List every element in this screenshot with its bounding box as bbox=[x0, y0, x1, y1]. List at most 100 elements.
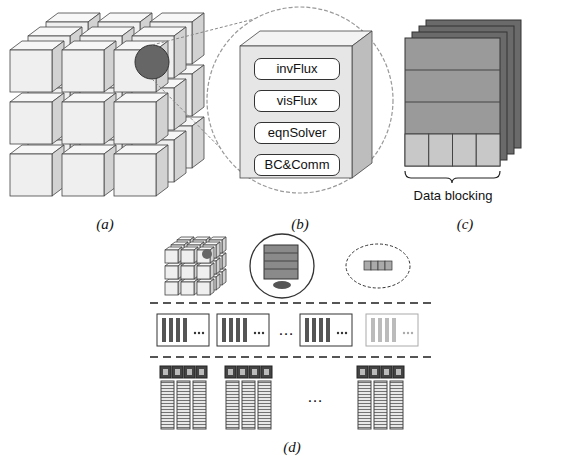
hierarchy-figure bbox=[150, 234, 435, 429]
dot bbox=[411, 332, 413, 334]
cube-side bbox=[192, 65, 204, 116]
chip-core bbox=[199, 369, 204, 375]
cube-side bbox=[222, 269, 226, 285]
cube-top bbox=[240, 31, 372, 46]
cube-front bbox=[62, 102, 104, 144]
cube-side bbox=[174, 131, 186, 182]
selected-sphere bbox=[135, 45, 169, 79]
chip-core bbox=[264, 369, 269, 375]
processor-chip bbox=[357, 366, 368, 378]
thread-bar bbox=[305, 318, 309, 342]
thread-bar bbox=[319, 318, 323, 342]
selected-sphere bbox=[202, 249, 212, 259]
memory-column bbox=[390, 381, 403, 429]
processor-chip bbox=[261, 366, 272, 378]
thread-bar bbox=[169, 318, 173, 342]
dot bbox=[258, 332, 260, 334]
cube-front bbox=[181, 282, 194, 295]
cube-front bbox=[114, 102, 156, 144]
mini-block bbox=[264, 245, 298, 279]
memory-column bbox=[242, 381, 255, 429]
cube-front bbox=[62, 50, 104, 92]
cube-side bbox=[156, 93, 168, 144]
panel-label: (b) bbox=[291, 216, 309, 233]
processor-chip bbox=[160, 366, 171, 378]
processor-chip bbox=[172, 366, 183, 378]
chip-core bbox=[240, 369, 245, 375]
dot bbox=[337, 332, 339, 334]
cube-side bbox=[210, 279, 214, 295]
panel-label: (d) bbox=[283, 439, 301, 456]
module-box: visFlux bbox=[254, 90, 340, 112]
cube-side bbox=[174, 27, 186, 78]
thread-bar bbox=[392, 318, 396, 342]
brace bbox=[405, 171, 500, 183]
block-layer bbox=[405, 38, 500, 166]
thread-bar bbox=[183, 318, 187, 342]
processor-chip bbox=[381, 366, 392, 378]
data-cell bbox=[371, 261, 378, 270]
level-separator bbox=[150, 302, 435, 304]
memory-column bbox=[258, 381, 271, 429]
thread-block bbox=[300, 314, 352, 346]
cube-front bbox=[10, 102, 52, 144]
chip-core bbox=[228, 369, 233, 375]
cube-front bbox=[181, 266, 194, 279]
block-cell bbox=[476, 134, 500, 166]
chip-core bbox=[372, 369, 377, 375]
cube-side bbox=[210, 263, 214, 279]
cube-front bbox=[10, 154, 52, 196]
dot bbox=[194, 332, 196, 334]
chip-core bbox=[384, 369, 389, 375]
module-label: eqnSolver bbox=[268, 126, 327, 140]
block-cell bbox=[453, 134, 477, 166]
module-box: eqnSolver bbox=[254, 122, 340, 144]
dot bbox=[254, 332, 256, 334]
memory-column bbox=[193, 381, 206, 429]
processor-chip bbox=[369, 366, 380, 378]
processor-chip bbox=[225, 366, 236, 378]
thread-block bbox=[366, 314, 418, 346]
annotation: … bbox=[278, 321, 294, 339]
thread-bar bbox=[312, 318, 316, 342]
module-label: visFlux bbox=[277, 94, 317, 108]
chip-core bbox=[396, 369, 401, 375]
cube-side bbox=[192, 117, 204, 168]
dot bbox=[341, 332, 343, 334]
cube-front bbox=[165, 250, 178, 263]
annotation: Data blocking bbox=[414, 189, 493, 203]
cube-front bbox=[165, 282, 178, 295]
thread-bar bbox=[222, 318, 226, 342]
level-separator bbox=[150, 356, 435, 358]
block-cell bbox=[429, 134, 453, 166]
cube-front bbox=[114, 154, 156, 196]
memory-column bbox=[358, 381, 371, 429]
zoom-ellipse bbox=[346, 244, 410, 288]
cube-side bbox=[174, 79, 186, 130]
cube-front bbox=[10, 50, 52, 92]
thread-bar bbox=[243, 318, 247, 342]
annotation: … bbox=[307, 388, 323, 406]
data-cell bbox=[385, 261, 392, 270]
thread-bar bbox=[236, 318, 240, 342]
processor-chip bbox=[237, 366, 248, 378]
cube-front bbox=[197, 282, 210, 295]
data-cell bbox=[364, 261, 371, 270]
dot bbox=[202, 332, 204, 334]
dot bbox=[407, 332, 409, 334]
chip-core bbox=[360, 369, 365, 375]
thread-block bbox=[157, 314, 209, 346]
processor-chip bbox=[196, 366, 207, 378]
chip-core bbox=[163, 369, 168, 375]
thread-bar bbox=[326, 318, 330, 342]
memory-column bbox=[161, 381, 174, 429]
cube-side bbox=[156, 145, 168, 196]
thread-bar bbox=[162, 318, 166, 342]
thread-bar bbox=[229, 318, 233, 342]
module-box: BC&Comm bbox=[254, 154, 340, 176]
cube-side bbox=[222, 253, 226, 269]
module-label: invFlux bbox=[276, 62, 317, 76]
module-box: invFlux bbox=[254, 58, 340, 80]
thread-bar bbox=[385, 318, 389, 342]
thread-bar bbox=[371, 318, 375, 342]
